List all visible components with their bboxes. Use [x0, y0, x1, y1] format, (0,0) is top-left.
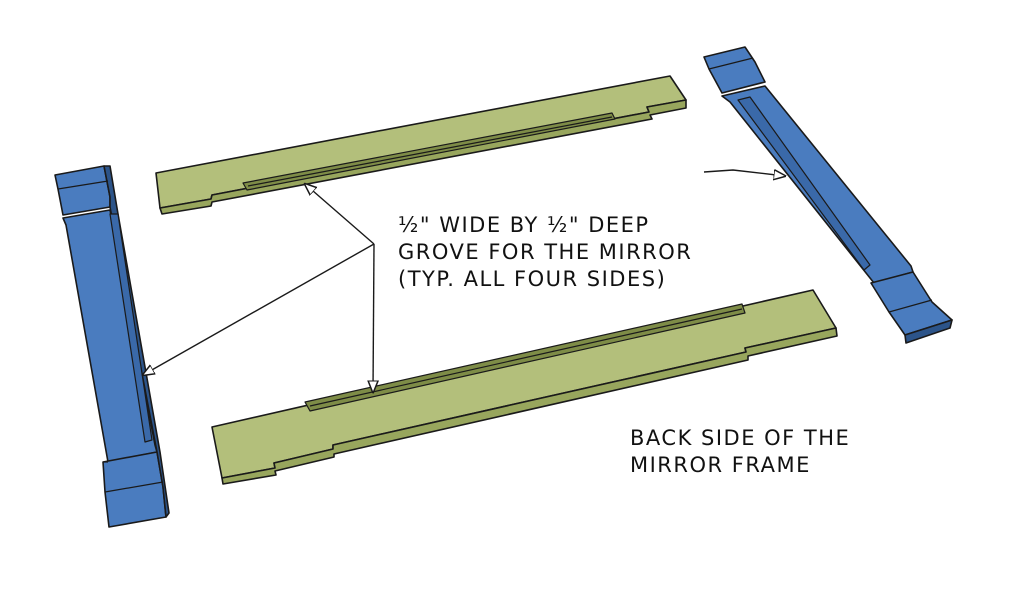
leader-to-right-stile: [703, 170, 785, 176]
frame-caption: BACK SIDE OF THE MIRROR FRAME: [630, 425, 850, 479]
groove-annotation-line-1: ½" WIDE BY ½" DEEP: [398, 213, 650, 237]
groove-annotation: ½" WIDE BY ½" DEEP GROVE FOR THE MIRROR …: [398, 212, 692, 293]
right-stile: [703, 46, 953, 344]
bottom-rail-groove-edge: [309, 308, 743, 407]
right-stile-step-2: [888, 299, 933, 313]
leader-to-left-stile: [143, 243, 375, 375]
top-rail-groove-edge: [247, 116, 613, 187]
bottom-rail-front-face: [221, 327, 838, 485]
left-stile: [54, 165, 170, 528]
frame-caption-line-1: BACK SIDE OF THE: [630, 426, 851, 450]
right-stile-groove: [737, 96, 871, 271]
leader-to-bottom-rail: [373, 243, 374, 392]
left-stile-bottom-face: [102, 451, 167, 528]
groove-annotation-line-3: (TYP. ALL FOUR SIDES): [398, 267, 667, 291]
top-rail-top-face: [155, 75, 687, 209]
groove-annotation-line-2: GROVE FOR THE MIRROR: [398, 240, 693, 264]
top-rail: [155, 75, 687, 215]
left-stile-step-2: [104, 481, 164, 493]
right-stile-step-1: [708, 57, 754, 70]
leader-to-top-rail: [305, 184, 375, 245]
right-stile-top-face: [703, 46, 766, 94]
right-stile-side-face: [904, 319, 953, 344]
leader-lines: [143, 170, 785, 392]
bottom-rail: [211, 289, 838, 485]
left-stile-groove: [109, 213, 153, 443]
left-stile-top-face: [54, 165, 111, 216]
top-rail-front-face: [159, 99, 687, 215]
left-stile-step-1: [57, 180, 109, 190]
frame-caption-line-2: MIRROR FRAME: [630, 453, 811, 477]
